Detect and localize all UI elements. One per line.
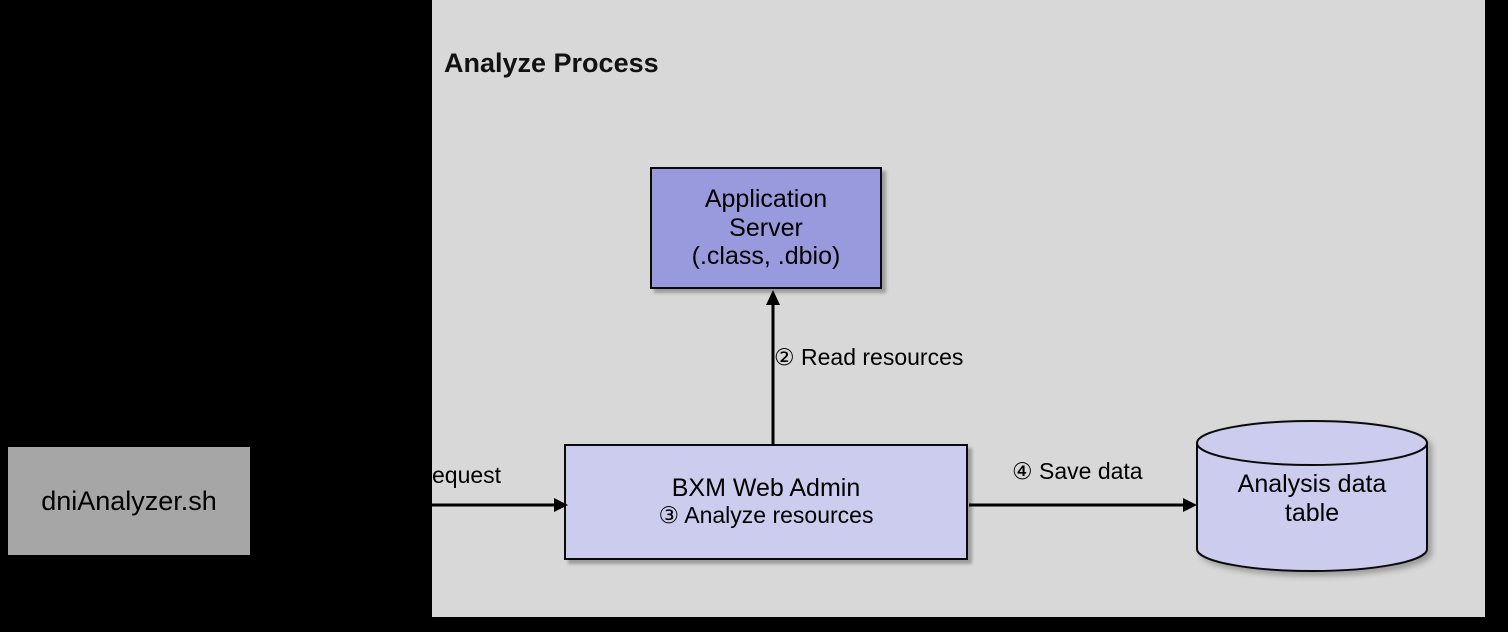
node-analysis-data-table: Analysis data table [1196,420,1428,572]
node-application-server-line2: Server [729,213,803,242]
connector-save-data-label: ④ Save data [1012,458,1143,484]
node-bxm-web-admin-title: BXM Web Admin [671,473,861,502]
connector-request-label: equest [432,462,502,488]
node-bxm-web-admin: BXM Web Admin ③ Analyze resources [564,444,968,560]
node-application-server-line1: Application [704,185,828,214]
connector-save-data [969,496,1197,514]
node-application-server-line3: (.class, .dbio) [691,242,841,271]
connector-read-resources-label: ② Read resources [774,344,964,370]
connector-request [432,496,568,514]
node-dni-analyzer-script: dniAnalyzer.sh [8,447,250,555]
node-application-server: Application Server (.class, .dbio) [650,167,882,289]
panel-title: Analyze Process [444,48,659,78]
connector-read-resources [764,290,782,446]
analyze-process-panel: Analyze Process Application Server (.cla… [432,0,1485,617]
node-dni-analyzer-script-label: dniAnalyzer.sh [41,485,217,516]
cylinder-shape [1196,420,1428,572]
node-bxm-web-admin-step: ③ Analyze resources [658,502,874,529]
